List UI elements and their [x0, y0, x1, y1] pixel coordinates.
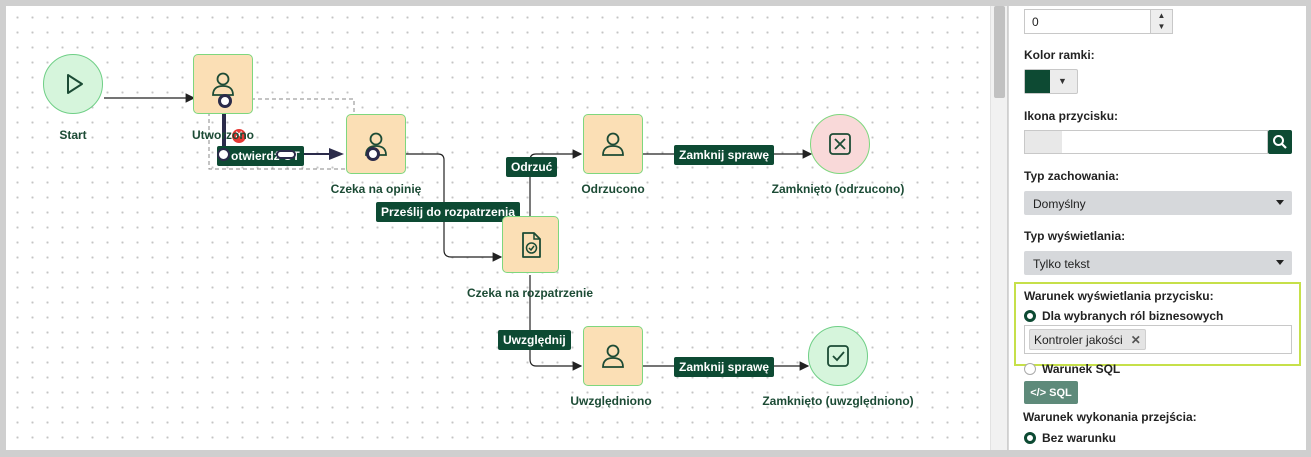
properties-panel: 0 ▲▼ Kolor ramki: ▼ Ikona przycisku: Typ…	[1008, 6, 1306, 450]
task-czeka-na-opinie[interactable]	[346, 114, 406, 174]
edge-label-uwzglednij[interactable]: Uwzględnij	[498, 330, 571, 350]
code-icon: </>	[1030, 386, 1047, 399]
radio-no-condition-label[interactable]: Bez warunku	[1042, 431, 1117, 445]
role-tag: Kontroler jakości ✕	[1029, 329, 1146, 350]
task-uwzglednino[interactable]	[583, 326, 643, 386]
chevron-down-icon: ▼	[1058, 76, 1067, 86]
display-select-value: Tylko tekst	[1033, 257, 1090, 271]
icon-search-button[interactable]	[1268, 130, 1292, 154]
search-icon	[1273, 135, 1287, 149]
delete-edge-icon[interactable]: ✕	[232, 129, 246, 143]
edge-otwierdz-arrowhead	[329, 148, 344, 160]
play-icon	[67, 74, 83, 94]
stepper-down-icon[interactable]: ▼	[1157, 22, 1166, 31]
sql-button[interactable]: </> SQL	[1024, 381, 1078, 404]
chevron-down-icon	[1276, 260, 1284, 265]
odrzucono-label: Odrzucono	[581, 182, 645, 196]
chevron-down-icon	[1276, 200, 1284, 205]
behavior-select[interactable]: Domyślny	[1024, 191, 1292, 215]
utworzono-label: Utworzono	[192, 128, 254, 142]
czeka-na-opinie-label: Czeka na opinię	[330, 182, 422, 196]
document-check-icon	[521, 231, 541, 258]
number-input[interactable]: 0 ▲▼	[1024, 9, 1173, 34]
color-swatch	[1025, 70, 1050, 93]
user-icon	[212, 72, 234, 96]
icon-preview	[1025, 131, 1062, 153]
remove-tag-icon[interactable]: ✕	[1130, 333, 1141, 347]
task-odrzucono[interactable]	[583, 114, 643, 174]
radio-no-condition[interactable]	[1024, 432, 1036, 444]
edge-label-zamknij-1[interactable]: Zamknij sprawę	[674, 145, 775, 165]
edge-label-przeslij[interactable]: Prześlij do rozpatrzenia	[376, 202, 521, 222]
start-label: Start	[59, 128, 87, 142]
scrollbar-thumb[interactable]	[994, 6, 1005, 98]
number-input-value: 0	[1032, 15, 1039, 29]
uwzglednino-label: Uwzględniono	[570, 394, 652, 408]
start-node[interactable]	[43, 54, 103, 114]
task-czeka-na-rozpatrzenie[interactable]	[502, 216, 559, 273]
edge-label-odrzuc[interactable]: Odrzuć	[506, 157, 558, 177]
end-node-uwzglednino[interactable]	[808, 326, 868, 386]
edge-rozpatrzenie-uwzglednino[interactable]	[529, 275, 583, 371]
zamknieto-odrzucono-label: Zamknięto (odrzucono)	[771, 182, 905, 196]
radio-sql-label[interactable]: Warunek SQL	[1042, 362, 1121, 376]
radio-sql[interactable]	[1024, 363, 1036, 375]
role-tag-label: Kontroler jakości	[1034, 333, 1123, 347]
icon-input[interactable]	[1024, 130, 1268, 154]
edge-target-handle[interactable]	[366, 147, 380, 161]
canvas-scrollbar[interactable]	[990, 6, 1007, 450]
zamknieto-uwzglednino-label: Zamknięto (uwzględniono)	[762, 394, 914, 408]
border-color-picker[interactable]: ▼	[1024, 69, 1078, 94]
display-select[interactable]: Tylko tekst	[1024, 251, 1292, 275]
user-icon	[602, 344, 624, 368]
exec-condition-label: Warunek wykonania przejścia:	[1023, 410, 1197, 424]
border-color-label: Kolor ramki:	[1024, 48, 1095, 62]
workflow-canvas[interactable]: Start ✕ Utworzono otwierdź OT Czeka na o…	[6, 6, 990, 450]
stepper-up-icon[interactable]: ▲	[1157, 11, 1166, 20]
roles-multiselect[interactable]: Kontroler jakości ✕	[1024, 325, 1292, 354]
user-icon	[602, 132, 624, 156]
number-stepper[interactable]: ▲▼	[1150, 10, 1172, 33]
edge-handle-left[interactable]	[217, 148, 230, 161]
selection-box	[208, 98, 355, 170]
edge-handle-mid[interactable]	[276, 150, 296, 159]
close-box-icon	[829, 133, 851, 155]
check-box-icon	[827, 345, 849, 367]
edge-label-zamknij-2[interactable]: Zamknij sprawę	[674, 357, 775, 377]
radio-business-roles[interactable]	[1024, 310, 1036, 322]
radio-business-roles-label[interactable]: Dla wybranych ról biznesowych	[1042, 309, 1224, 323]
condition-label: Warunek wyświetlania przycisku:	[1024, 289, 1214, 303]
behavior-label: Typ zachowania:	[1024, 169, 1120, 183]
icon-label: Ikona przycisku:	[1024, 109, 1119, 123]
edge-endpoint-handle[interactable]	[218, 94, 232, 108]
display-label: Typ wyświetlania:	[1024, 229, 1126, 243]
sql-button-label: SQL	[1049, 386, 1072, 399]
czeka-na-rozpatrzenie-label: Czeka na rozpatrzenie	[466, 286, 594, 300]
end-node-odrzucono[interactable]	[810, 114, 870, 174]
behavior-select-value: Domyślny	[1033, 197, 1086, 211]
condition-highlight-box	[1014, 282, 1301, 366]
